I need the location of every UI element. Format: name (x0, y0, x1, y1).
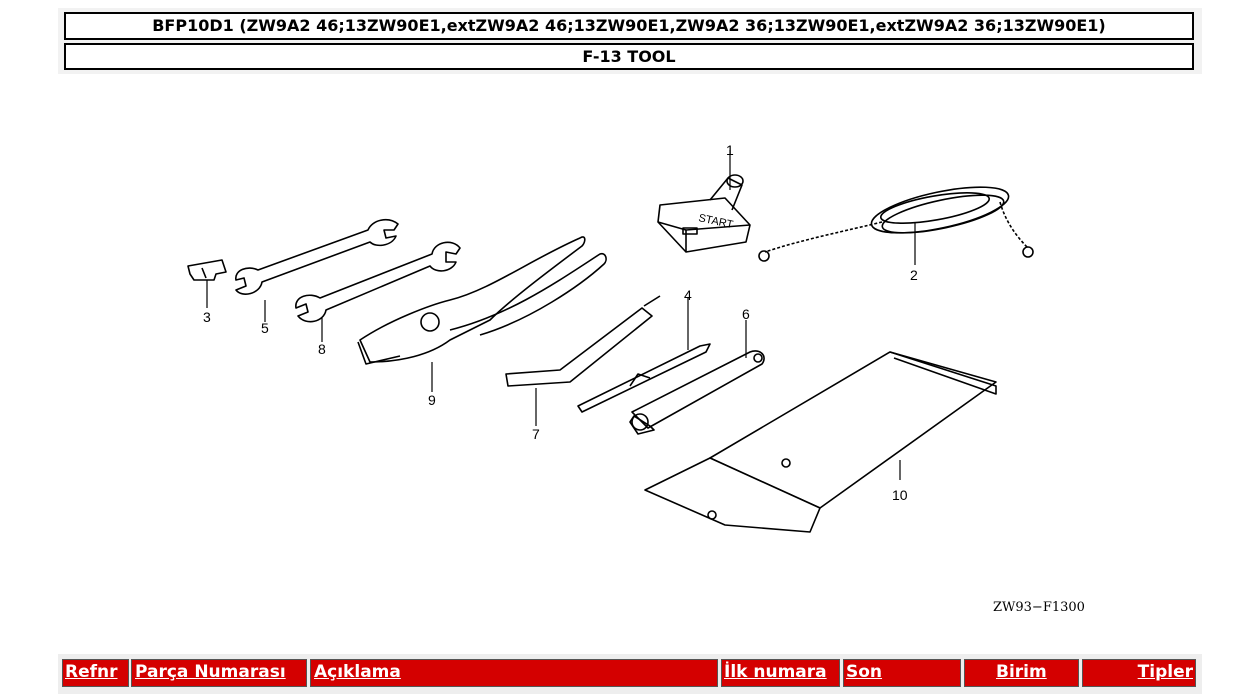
wrench-5-part (235, 218, 399, 322)
parts-diagram: START (187, 142, 1034, 533)
bit-part (577, 298, 711, 413)
starter-handle-part: START (657, 150, 751, 253)
column-part-number: Parça Numarası (131, 659, 307, 687)
callout-6: 6 (742, 306, 750, 322)
model-title: BFP10D1 (ZW9A2 46;13ZW90E1,extZW9A2 46;1… (64, 12, 1194, 40)
callout-1: 1 (726, 142, 734, 158)
callout-7: 7 (532, 426, 540, 442)
callout-10: 10 (892, 487, 908, 503)
column-first-number: İlk numara (721, 659, 840, 687)
pliers-part (357, 236, 607, 392)
callout-4: 4 (684, 287, 692, 303)
column-refnr: Refnr (62, 659, 129, 687)
drawing-code: ZW93−F1300 (993, 600, 1085, 615)
column-description: Açıklama (310, 659, 718, 687)
screwdriver-part (505, 295, 661, 426)
column-unit-link[interactable]: Birim (996, 662, 1047, 682)
callout-2: 2 (910, 267, 918, 283)
callout-8: 8 (318, 341, 326, 357)
socket-part (629, 320, 765, 435)
column-last: Son (843, 659, 961, 687)
column-types: Tipler (1082, 659, 1196, 687)
column-refnr-link[interactable]: Refnr (65, 662, 118, 682)
callout-9: 9 (428, 392, 436, 408)
callout-5: 5 (261, 320, 269, 336)
column-unit: Birim (964, 659, 1079, 687)
column-types-link[interactable]: Tipler (1137, 662, 1193, 682)
callout-3: 3 (203, 309, 211, 325)
column-part-number-link[interactable]: Parça Numarası (135, 662, 286, 682)
wrench-8-part (295, 241, 461, 342)
section-title: F-13 TOOL (64, 43, 1194, 70)
column-description-link[interactable]: Açıklama (314, 662, 401, 682)
column-first-number-link[interactable]: İlk numara (724, 662, 827, 682)
starter-rope-part (758, 186, 1034, 265)
clip-part (187, 259, 227, 308)
tool-bag-part (644, 351, 997, 533)
column-last-link[interactable]: Son (846, 662, 883, 682)
